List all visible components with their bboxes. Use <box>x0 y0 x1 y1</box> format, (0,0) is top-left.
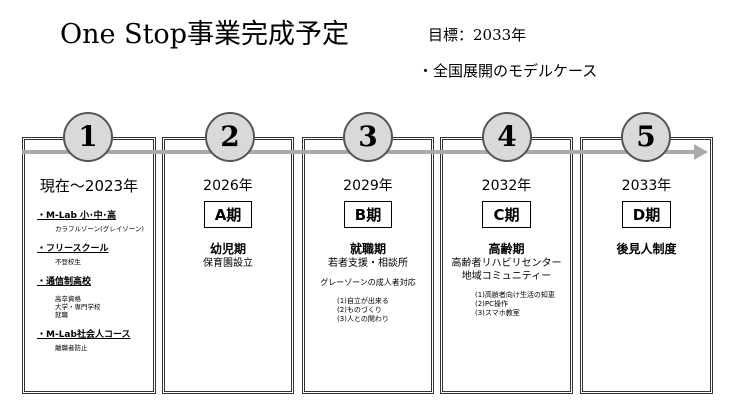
section-heading: ・フリースクール <box>37 244 109 254</box>
list-item: (1)自立が出来る <box>337 297 389 305</box>
period-label: D期 <box>621 201 672 228</box>
stage-title: 後見人制度 <box>616 242 677 256</box>
goal-text: 目標：2033年 <box>428 26 527 44</box>
step-year: 2029年 <box>343 178 393 194</box>
stage-line: 保育園設立 <box>203 258 253 269</box>
step-box-5: 2033年 D期 後見人制度 <box>580 137 713 394</box>
list-item: (3)人との関わり <box>337 315 389 323</box>
page-title: One Stop事業完成予定 <box>60 19 349 50</box>
step-box-3: 2029年 B期 就職期 若者支援・相談所 グレーゾーンの成人者対応 (1)自立… <box>302 137 434 394</box>
item-list: (1)高齢者向け生活の知恵 (2)PC操作 (3)スマホ教室 <box>475 291 570 318</box>
step-box-1: 現在～2023年 ・M-Lab 小･中･高 カラフルゾーン(グレイゾーン) ・フ… <box>22 137 156 394</box>
stage-line: 若者支援・相談所 <box>328 258 408 269</box>
section-note: カラフルゾーン(グレイゾーン) <box>55 225 144 233</box>
period-label: A期 <box>203 201 253 228</box>
item-list: (1)自立が出来る (2)ものづくり (3)人との関わり <box>337 297 431 324</box>
period-label: C期 <box>482 201 531 228</box>
stage-title: 幼児期 <box>209 242 246 256</box>
step-number-3: 3 <box>343 112 393 162</box>
section-note: 離職者防止 <box>55 344 88 352</box>
stage-line: 地域コミュニティー <box>461 271 552 282</box>
model-case-text: ・全国展開のモデルケース <box>418 62 598 80</box>
section-heading: ・M-Lab社会人コース <box>37 330 131 340</box>
step-number-1: 1 <box>63 112 113 162</box>
section-note: 不登校生 <box>55 258 81 266</box>
period-label: B期 <box>343 201 393 228</box>
step-year: 2033年 <box>621 178 672 194</box>
step-number-5: 5 <box>621 112 671 162</box>
step-year: 現在～2023年 <box>39 177 139 195</box>
section-note: 就職 <box>55 311 68 319</box>
step-year: 2032年 <box>481 178 532 194</box>
step-number-4: 4 <box>482 112 532 162</box>
stage-title: 就職期 <box>349 242 386 256</box>
step-box-2: 2026年 A期 幼児期 保育園設立 <box>162 137 294 394</box>
stage-line: 高齢者リハビリセンター <box>451 258 562 269</box>
stage-line: グレーゾーンの成人者対応 <box>320 278 416 287</box>
section-heading: ・M-Lab 小･中･高 <box>37 211 117 221</box>
list-item: (3)スマホ教室 <box>475 309 520 317</box>
list-item: (1)高齢者向け生活の知恵 <box>475 291 555 299</box>
step-number-2: 2 <box>205 112 255 162</box>
section-note: 大学・専門学校 <box>55 303 101 311</box>
stage-title: 高齢期 <box>488 242 525 256</box>
section-note: 高卒資格 <box>55 295 81 303</box>
arrow-head-icon <box>694 144 708 160</box>
step-year: 2026年 <box>203 178 253 194</box>
step-box-4: 2032年 C期 高齢期 高齢者リハビリセンター 地域コミュニティー (1)高齢… <box>440 137 573 394</box>
list-item: (2)PC操作 <box>475 300 509 308</box>
list-item: (2)ものづくり <box>337 306 382 314</box>
section-heading: ・通信制高校 <box>37 277 92 287</box>
